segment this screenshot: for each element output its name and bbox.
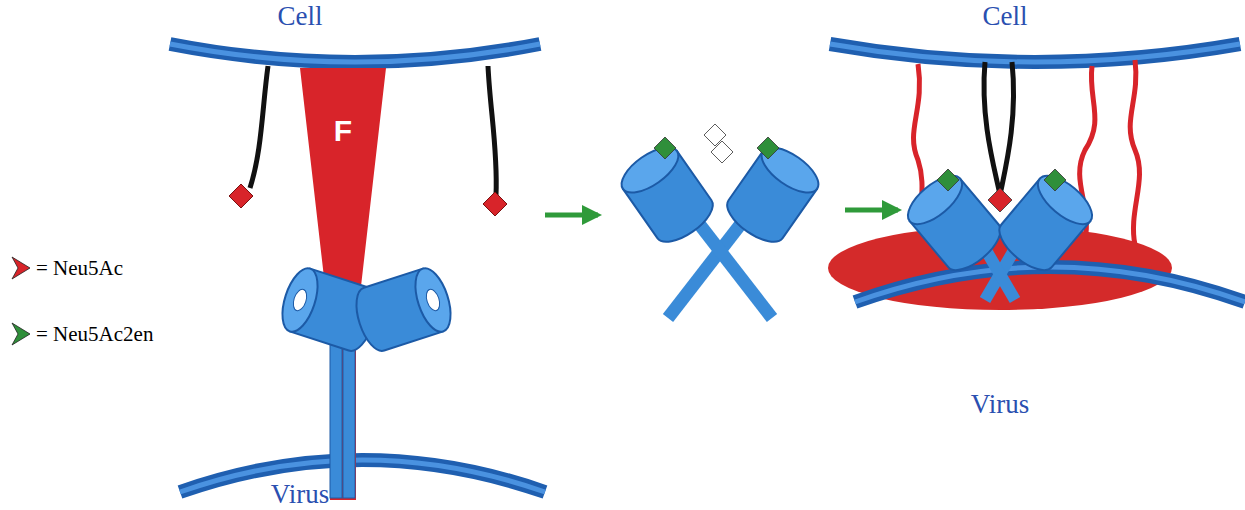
hn-head xyxy=(720,139,826,251)
empty-site xyxy=(711,141,733,163)
sialic-acid-analog xyxy=(654,137,676,159)
fusion-strand xyxy=(913,60,1139,245)
hn-head xyxy=(614,139,720,251)
receptor-strand xyxy=(488,66,496,195)
cell-membrane xyxy=(170,44,540,62)
sialic-acid-analog xyxy=(1044,169,1066,191)
panel-label: Cell xyxy=(278,1,323,32)
hn-dimer xyxy=(614,124,825,318)
protein-name: F xyxy=(298,114,388,148)
step-arrow xyxy=(545,213,598,218)
step-arrow xyxy=(845,208,898,213)
legend-swatch xyxy=(12,257,30,279)
cell-membrane xyxy=(830,44,1240,62)
hn-head xyxy=(350,264,458,355)
legend-swatch xyxy=(12,323,30,345)
virus-membrane xyxy=(855,267,1245,302)
receptor-strand xyxy=(984,62,1014,195)
legend-text: = Neu5Ac xyxy=(36,256,123,281)
sialic-acid xyxy=(483,192,507,216)
hn-head xyxy=(900,167,1008,278)
hn-dimer xyxy=(276,264,458,498)
hn-head xyxy=(276,264,384,355)
panel-label: Virus xyxy=(971,389,1029,420)
empty-site xyxy=(704,124,726,146)
hn-head xyxy=(992,167,1100,278)
sialic-acid xyxy=(229,184,253,208)
legend-text: = Neu5Ac2en xyxy=(36,322,153,347)
hn-dimer xyxy=(900,62,1100,300)
virus-membrane xyxy=(180,460,545,492)
fusion-protein: F xyxy=(298,68,388,500)
receptor-strand xyxy=(250,66,268,188)
sialic-acid-analog xyxy=(937,169,959,191)
sialic-acid xyxy=(988,188,1012,212)
panel-label: Virus xyxy=(271,479,329,510)
panel-label: Cell xyxy=(983,1,1028,32)
sialic-acid-analog xyxy=(757,137,779,159)
